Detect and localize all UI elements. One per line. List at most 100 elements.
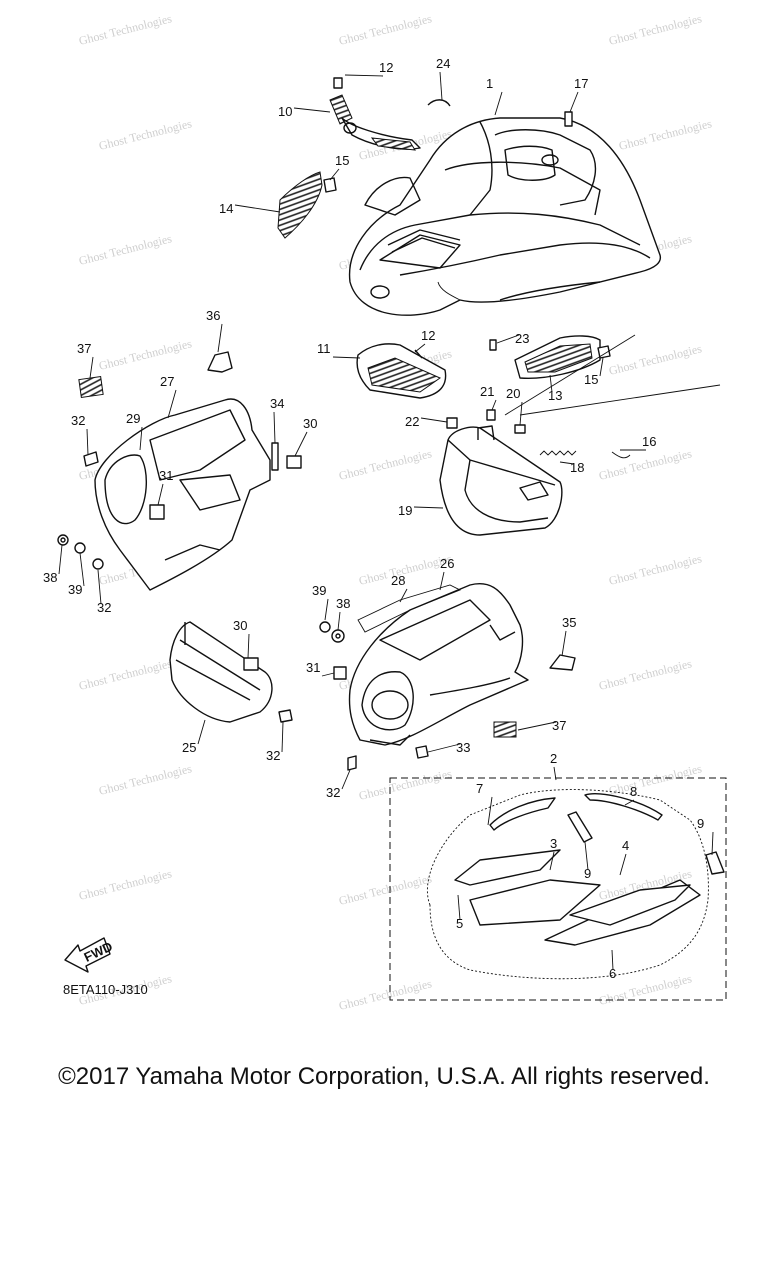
callout-c4[interactable]: 4 <box>622 838 629 853</box>
leader-line-c5 <box>457 894 461 921</box>
decal-set-2-group[interactable] <box>389 777 727 1001</box>
callout-c38b[interactable]: 38 <box>336 596 350 611</box>
leader-line-c4 <box>619 853 627 876</box>
callout-c19[interactable]: 19 <box>398 503 412 518</box>
callout-c17[interactable]: 17 <box>574 76 588 91</box>
callout-c30a[interactable]: 30 <box>303 416 317 431</box>
clip-31b-part[interactable] <box>333 666 347 680</box>
callout-c16[interactable]: 16 <box>642 434 656 449</box>
watermark-text: Ghost Technologies <box>97 336 193 373</box>
callout-c20[interactable]: 20 <box>506 386 520 401</box>
left-side-cover-27-part[interactable] <box>94 398 271 591</box>
leader-line-c39b <box>324 598 329 621</box>
callout-c14[interactable]: 14 <box>219 201 233 216</box>
clip-36-part[interactable] <box>207 351 233 373</box>
leader-line-c32a <box>86 428 89 456</box>
storage-box-19-part[interactable] <box>439 425 563 536</box>
callout-c1[interactable]: 1 <box>486 76 493 91</box>
leader-line-c10 <box>293 107 331 113</box>
callout-c25[interactable]: 25 <box>182 740 196 755</box>
side-panel-14-part[interactable] <box>277 171 323 239</box>
callout-c31a[interactable]: 31 <box>159 468 173 483</box>
panel-13-part[interactable] <box>514 335 601 380</box>
leader-line-c37b <box>517 721 557 731</box>
side-duct-10-part[interactable] <box>329 94 421 151</box>
right-side-cover-26-part[interactable] <box>348 583 529 746</box>
callout-c26[interactable]: 26 <box>440 556 454 571</box>
callout-c22[interactable]: 22 <box>405 414 419 429</box>
leader-line-c7 <box>487 796 493 826</box>
panel-11-part[interactable] <box>356 343 447 399</box>
callout-c6[interactable]: 6 <box>609 966 616 981</box>
leader-line-c12a <box>344 74 384 77</box>
leader-line-c22 <box>420 417 448 423</box>
clip-30-part[interactable] <box>286 455 302 469</box>
watermark-text: Ghost Technologies <box>607 551 703 588</box>
watermark-text: Ghost Technologies <box>337 871 433 908</box>
callout-c29[interactable]: 29 <box>126 411 140 426</box>
callout-c31b[interactable]: 31 <box>306 660 320 675</box>
watermark-text: Ghost Technologies <box>607 341 703 378</box>
leader-line-c18 <box>559 461 575 465</box>
leader-line-c30b <box>247 633 250 659</box>
callout-c32b[interactable]: 32 <box>97 600 111 615</box>
callout-c39a[interactable]: 39 <box>68 582 82 597</box>
duct-28-part[interactable] <box>357 584 462 633</box>
callout-c9b[interactable]: 9 <box>697 816 704 831</box>
callout-c18[interactable]: 18 <box>570 460 584 475</box>
watermark-text: Ghost Technologies <box>337 976 433 1013</box>
callout-c11[interactable]: 11 <box>317 341 331 356</box>
callout-c24[interactable]: 24 <box>436 56 450 71</box>
callout-c38a[interactable]: 38 <box>43 570 57 585</box>
callout-c3[interactable]: 3 <box>550 836 557 851</box>
callout-c37b[interactable]: 37 <box>552 718 566 733</box>
leader-line-c24 <box>439 71 443 101</box>
callout-c32d[interactable]: 32 <box>326 785 340 800</box>
callout-c35[interactable]: 35 <box>562 615 576 630</box>
leader-line-c1 <box>494 91 503 116</box>
cable-16-part[interactable] <box>504 334 721 459</box>
callout-c34[interactable]: 34 <box>270 396 284 411</box>
leader-line-c11 <box>332 356 361 359</box>
leader-line-c33 <box>427 743 461 753</box>
fasteners-20-21-22[interactable] <box>446 339 526 434</box>
callout-c15a[interactable]: 15 <box>335 153 349 168</box>
leader-line-c14 <box>234 204 281 213</box>
callout-c28[interactable]: 28 <box>391 573 405 588</box>
callout-c9a[interactable]: 9 <box>584 866 591 881</box>
lower-cover-25-part[interactable] <box>169 621 273 723</box>
callout-c32c[interactable]: 32 <box>266 748 280 763</box>
callout-c2[interactable]: 2 <box>550 751 557 766</box>
callout-c39b[interactable]: 39 <box>312 583 326 598</box>
spring-18-part[interactable] <box>539 450 577 456</box>
callout-c15b[interactable]: 15 <box>584 372 598 387</box>
callout-c27[interactable]: 27 <box>160 374 174 389</box>
callout-c12b[interactable]: 12 <box>421 328 435 343</box>
leader-line-c9a <box>584 841 589 871</box>
callout-c10[interactable]: 10 <box>278 104 292 119</box>
callout-c36[interactable]: 36 <box>206 308 220 323</box>
callout-c13[interactable]: 13 <box>548 388 562 403</box>
front-hood-part[interactable] <box>348 117 662 316</box>
callout-c21[interactable]: 21 <box>480 384 494 399</box>
callout-c8[interactable]: 8 <box>630 784 637 799</box>
callout-c7[interactable]: 7 <box>476 781 483 796</box>
clip-15-part[interactable] <box>323 177 337 193</box>
callout-c33[interactable]: 33 <box>456 740 470 755</box>
watermark-text: Ghost Technologies <box>607 761 703 798</box>
leader-line-c30a <box>294 431 308 457</box>
callout-c5[interactable]: 5 <box>456 916 463 931</box>
callout-c32a[interactable]: 32 <box>71 413 85 428</box>
callout-c30b[interactable]: 30 <box>233 618 247 633</box>
callout-c12a[interactable]: 12 <box>379 60 393 75</box>
watermark-text: Ghost Technologies <box>617 116 713 153</box>
fasteners-lower[interactable] <box>57 77 573 771</box>
clip-15b-part[interactable] <box>597 345 611 359</box>
leader-line-c31b <box>321 672 335 677</box>
grille-37-part[interactable] <box>78 375 104 399</box>
callout-c37a[interactable]: 37 <box>77 341 91 356</box>
clip-35-part[interactable] <box>549 654 576 671</box>
grille-37b-part[interactable] <box>493 721 517 738</box>
clip-30b-part[interactable] <box>243 657 259 671</box>
callout-c23[interactable]: 23 <box>515 331 529 346</box>
